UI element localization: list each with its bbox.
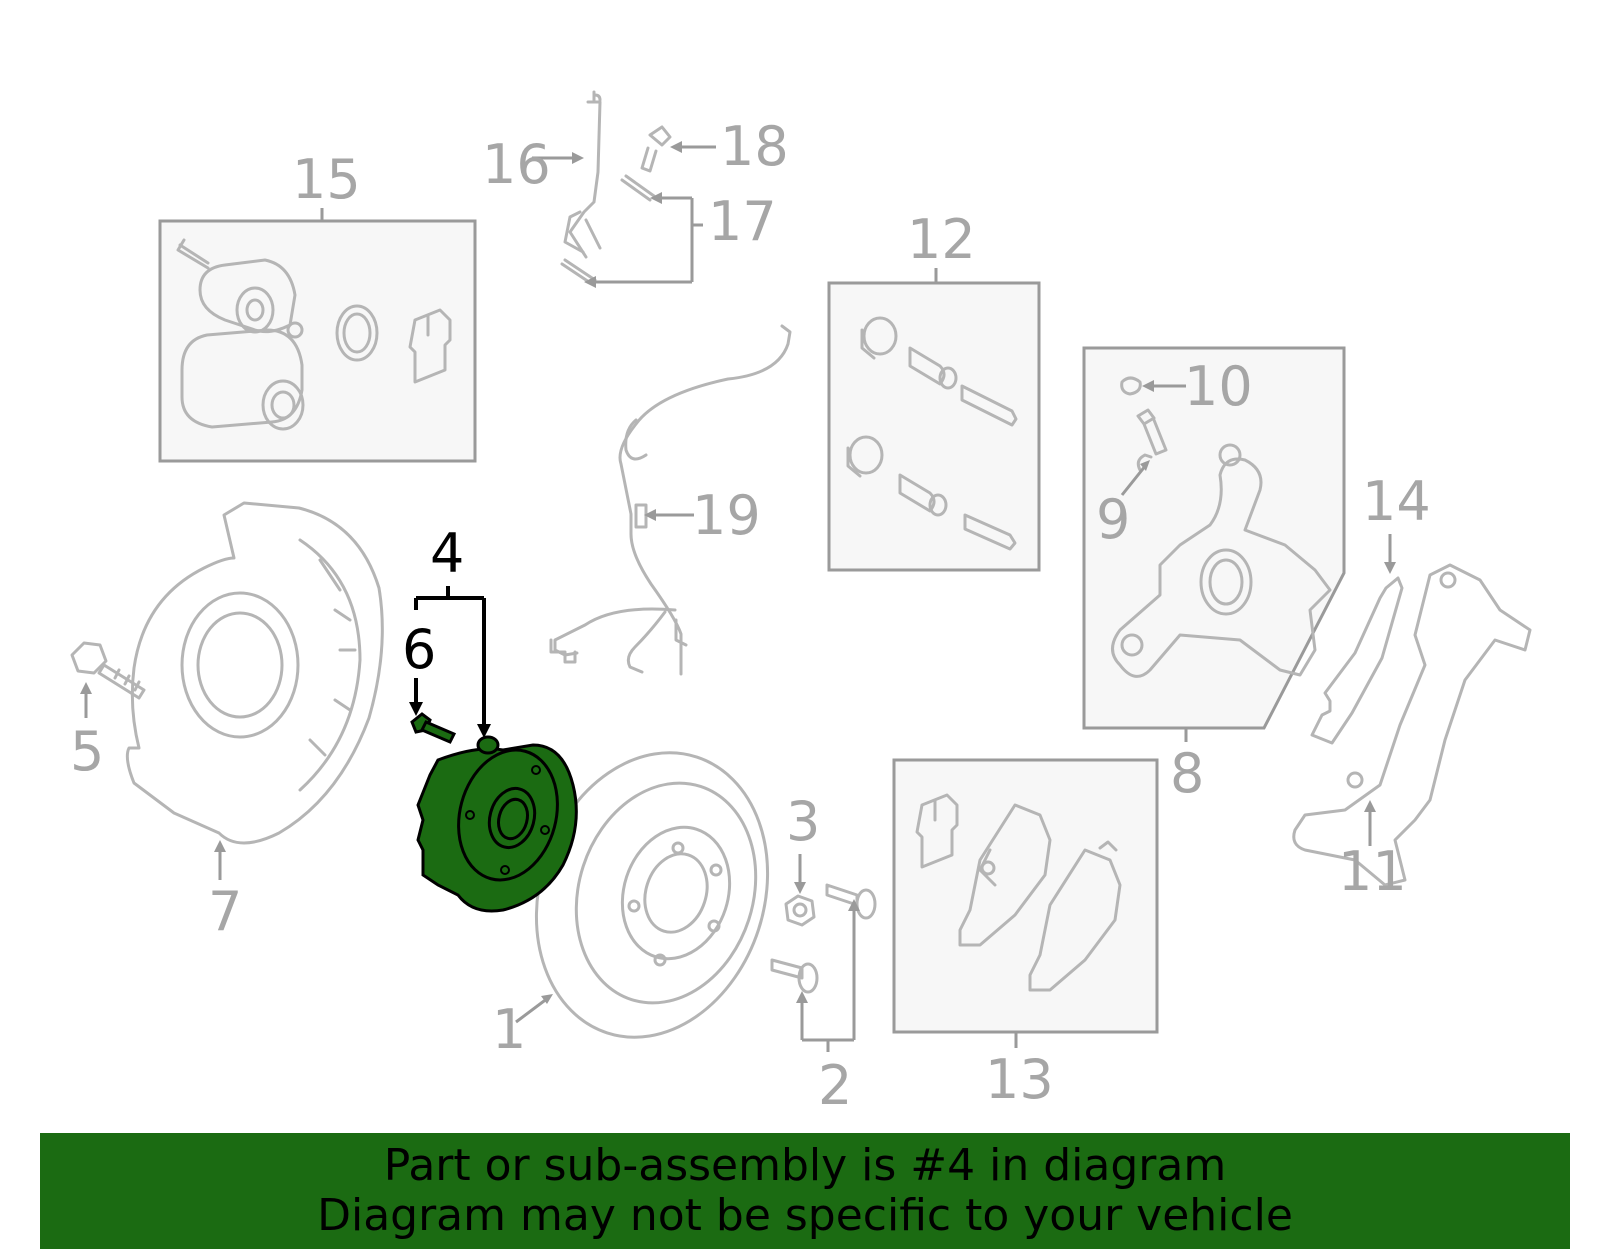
part-18-bolt[interactable] (640, 125, 672, 173)
part-3-nut[interactable] (784, 894, 816, 927)
part-2-wheel-studs[interactable] (770, 883, 877, 994)
part-7-dust-shield[interactable] (125, 501, 384, 845)
part-13-box (892, 758, 1159, 1034)
label-1[interactable]: 1 (492, 998, 526, 1061)
label-4[interactable]: 4 (430, 522, 464, 585)
part-11-caliper-bracket[interactable] (1292, 563, 1532, 887)
hub-stud-hole (500, 865, 510, 875)
part-15-caliper-group[interactable] (158, 208, 477, 463)
label-12[interactable]: 12 (907, 208, 976, 271)
part-15-box (158, 219, 477, 463)
part-8-caliper-housing[interactable] (1082, 346, 1346, 742)
part-9-bleeder[interactable] (1136, 408, 1168, 456)
hub-top-boss (476, 735, 500, 755)
label-17[interactable]: 17 (708, 190, 777, 253)
label-19[interactable]: 19 (692, 484, 761, 547)
label-18[interactable]: 18 (720, 115, 789, 178)
label-8[interactable]: 8 (1170, 742, 1204, 805)
part-16-brake-hose[interactable] (563, 90, 602, 259)
caliper-illustration (176, 238, 452, 431)
label-6[interactable]: 6 (402, 618, 436, 681)
label-7[interactable]: 7 (208, 880, 242, 943)
part-17-clips[interactable] (560, 174, 703, 288)
hub-stud-hole (465, 810, 475, 820)
part-12-guide-pin-kit[interactable] (827, 268, 1041, 572)
part-4-hub-assembly-highlighted[interactable] (416, 735, 578, 913)
part-8-box (1082, 346, 1346, 730)
part-19-abs-sensor[interactable] (549, 324, 792, 676)
part-10-cap[interactable] (1120, 376, 1142, 396)
label-15[interactable]: 15 (292, 148, 361, 211)
banner-line-2: Diagram may not be specific to your vehi… (317, 1190, 1293, 1241)
label-11[interactable]: 11 (1338, 840, 1407, 903)
label-3[interactable]: 3 (786, 790, 820, 853)
part-14-spring-clip[interactable] (1310, 576, 1404, 745)
brake-pads-illustration (915, 793, 1122, 992)
hub-stud-hole (531, 765, 541, 775)
part-4-leader (414, 586, 491, 738)
caliper-housing-illustration (1111, 443, 1332, 678)
banner-line-1: Part or sub-assembly is #4 in diagram (383, 1140, 1227, 1191)
label-9[interactable]: 9 (1096, 488, 1130, 551)
label-2[interactable]: 2 (818, 1054, 852, 1117)
label-10[interactable]: 10 (1184, 355, 1253, 418)
part-5-bolt[interactable] (70, 641, 146, 700)
part-6-leader (409, 678, 423, 716)
part-6-hub-bolt[interactable] (410, 712, 457, 744)
hub-bore-inner (497, 797, 529, 841)
info-banner: Part or sub-assembly is #4 in diagram Di… (40, 1133, 1570, 1249)
part-13-brake-pads[interactable] (892, 758, 1159, 1048)
guide-pins-illustration (846, 316, 1018, 551)
part-12-box (827, 281, 1041, 572)
label-14[interactable]: 14 (1362, 470, 1431, 533)
label-16[interactable]: 16 (482, 133, 551, 196)
label-13[interactable]: 13 (985, 1048, 1054, 1111)
hub-stud-hole (540, 825, 550, 835)
label-5[interactable]: 5 (70, 720, 104, 783)
